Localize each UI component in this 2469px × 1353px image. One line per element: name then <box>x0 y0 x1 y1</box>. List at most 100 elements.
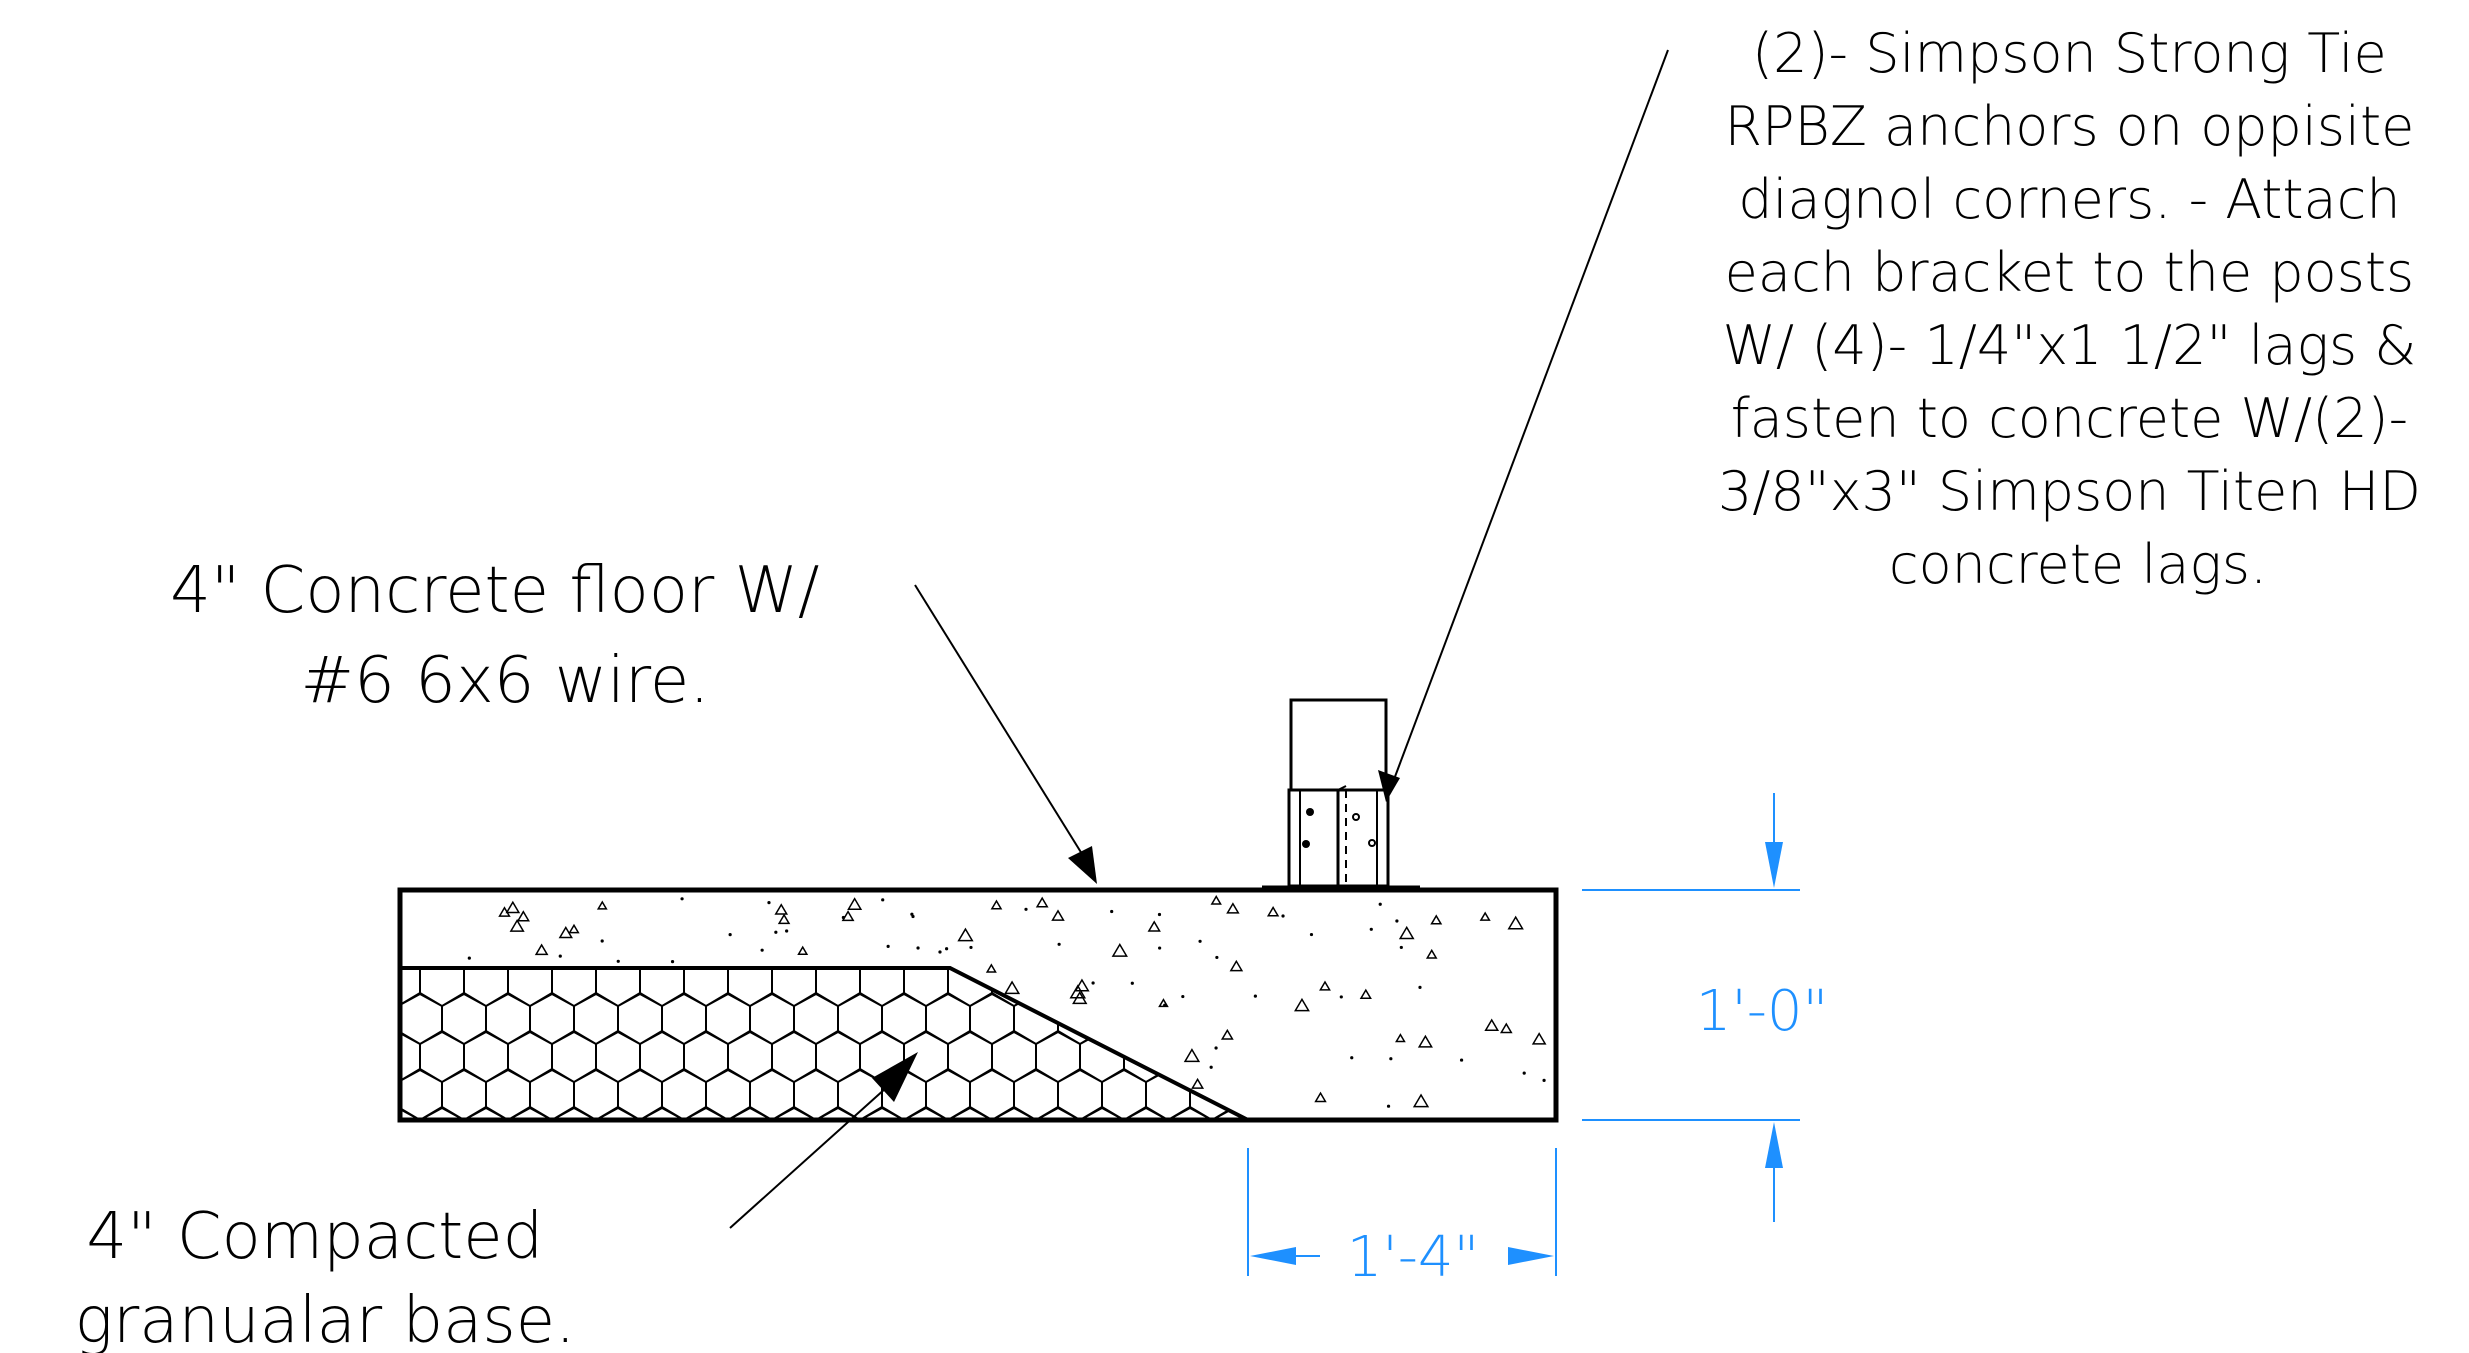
aggregate-mark <box>509 919 525 932</box>
aggregate-dot <box>886 944 890 948</box>
base-note-line: granualar base. <box>75 1284 576 1353</box>
aggregate-mark <box>1507 915 1524 930</box>
aggregate-mark <box>1266 906 1280 917</box>
aggregate-mark <box>1004 980 1021 995</box>
aggregate-mark <box>1430 914 1443 925</box>
floor-note-line: #6 6x6 wire. <box>300 644 709 718</box>
aggregate-mark <box>1147 920 1161 932</box>
aggregate-dot <box>1209 1065 1213 1069</box>
aggregate-mark <box>1314 1091 1327 1103</box>
aggregate-mark <box>516 910 530 922</box>
aggregate-mark <box>985 963 997 973</box>
base-note: 4" Compacted granualar base. <box>75 1200 576 1353</box>
anchor-note: (2)- Simpson Strong Tie RPBZ anchors on … <box>1718 22 2438 596</box>
aggregate-mark <box>1499 1022 1513 1034</box>
anchor-note-line: fasten to concrete W/(2)- <box>1731 387 2408 450</box>
anchor-note-line: W/ (4)- 1/4"x1 1/2" lags & <box>1722 314 2416 377</box>
aggregate-mark <box>1479 911 1491 921</box>
aggregate-mark <box>1051 909 1065 921</box>
aggregate-dot <box>945 947 949 951</box>
aggregate-mark <box>1229 959 1244 972</box>
width-dimension-label: 1'-4" <box>1347 1225 1480 1290</box>
aggregate-mark <box>1359 988 1372 1000</box>
rpbz-anchor-bracket <box>1262 785 1420 893</box>
aggregate-dot <box>1522 1071 1526 1075</box>
aggregate-dot <box>1386 1104 1391 1108</box>
aggregate-dot <box>728 933 732 937</box>
aggregate-dot <box>670 960 675 964</box>
aggregate-dot <box>1395 919 1399 923</box>
aggregate-dot <box>938 950 942 954</box>
aggregate-mark <box>847 897 863 910</box>
aggregate-mark <box>1072 990 1088 1005</box>
aggregate-mark <box>797 945 809 955</box>
anchor-note-line: each bracket to the posts <box>1725 241 2414 304</box>
aggregate-dot <box>1369 927 1373 931</box>
anchor-note-line: RPBZ anchors on oppisite <box>1724 95 2414 158</box>
aggregate-mark <box>777 913 791 925</box>
aggregate-dot <box>1157 912 1162 917</box>
base-note-leader <box>729 1052 918 1229</box>
thickness-dimension-label: 1'-0" <box>1696 979 1829 1044</box>
aggregate-dot <box>774 930 778 934</box>
aggregate-dot <box>969 945 973 950</box>
aggregate-dot <box>1214 1046 1218 1050</box>
aggregate-dot <box>1057 942 1061 946</box>
aggregate-dot <box>1110 909 1114 914</box>
aggregate-dot <box>1459 1058 1464 1062</box>
aggregate-mark <box>1111 943 1128 957</box>
aggregate-mark <box>568 923 580 934</box>
aggregate-mark <box>534 943 549 956</box>
aggregate-dot <box>1418 985 1422 989</box>
aggregate-dot <box>1024 907 1028 911</box>
aggregate-dot <box>1399 945 1403 950</box>
aggregate-mark <box>1074 978 1090 992</box>
aggregate-dot <box>1158 946 1162 950</box>
anchor-note-line: diagnol corners. - Attach <box>1738 168 2400 231</box>
aggregate-mark <box>1210 895 1222 905</box>
width-dimension <box>1247 1148 1557 1276</box>
aggregate-mark <box>1417 1034 1433 1048</box>
aggregate-dot <box>1253 994 1257 998</box>
anchor-note-line: 3/8"x3" Simpson Titen HD <box>1718 460 2421 523</box>
thickness-dimension <box>1582 793 1800 1222</box>
aggregate-dot <box>911 914 915 919</box>
aggregate-dot <box>1350 1056 1354 1060</box>
aggregate-mark <box>1183 1048 1201 1063</box>
aggregate-dot <box>1389 1057 1393 1061</box>
aggregate-mark <box>1425 948 1438 959</box>
aggregate-mark <box>505 900 521 914</box>
aggregate-dot <box>558 954 562 958</box>
aggregate-mark <box>498 906 511 917</box>
aggregate-dot <box>1378 902 1382 906</box>
aggregate-mark <box>1531 1032 1547 1045</box>
anchor-note-leader <box>1378 49 1669 802</box>
aggregate-mark <box>1069 984 1087 999</box>
aggregate-mark <box>1226 902 1240 914</box>
anchor-note-line: concrete lags. <box>1889 533 2267 596</box>
aggregate-dot <box>1198 939 1202 943</box>
aggregate-dot <box>616 959 620 963</box>
aggregate-mark <box>1035 896 1049 908</box>
aggregate-dot <box>767 901 771 905</box>
aggregate-mark <box>558 926 573 939</box>
aggregate-mark <box>1191 1077 1205 1089</box>
aggregate-dot <box>916 946 920 950</box>
floor-note: 4" Concrete floor W/ #6 6x6 wire. <box>170 554 840 718</box>
aggregate-mark <box>990 899 1003 910</box>
aggregate-mark <box>1412 1093 1430 1108</box>
aggregate-mark <box>1294 997 1310 1012</box>
aggregate-mark <box>957 927 974 942</box>
aggregate-mark <box>841 910 855 922</box>
aggregate-dot <box>1542 1078 1546 1082</box>
aggregate-dot <box>785 929 789 933</box>
base-note-line: 4" Compacted <box>86 1200 543 1274</box>
anchor-note-line: (2)- Simpson Strong Tie <box>1752 22 2387 85</box>
aggregate-mark <box>596 900 608 910</box>
aggregate-mark <box>1395 1033 1406 1043</box>
aggregate-dot <box>760 948 764 952</box>
aggregate-mark <box>1220 1028 1234 1040</box>
aggregate-dot <box>600 939 604 943</box>
concrete-aggregate-stipple <box>467 895 1547 1108</box>
